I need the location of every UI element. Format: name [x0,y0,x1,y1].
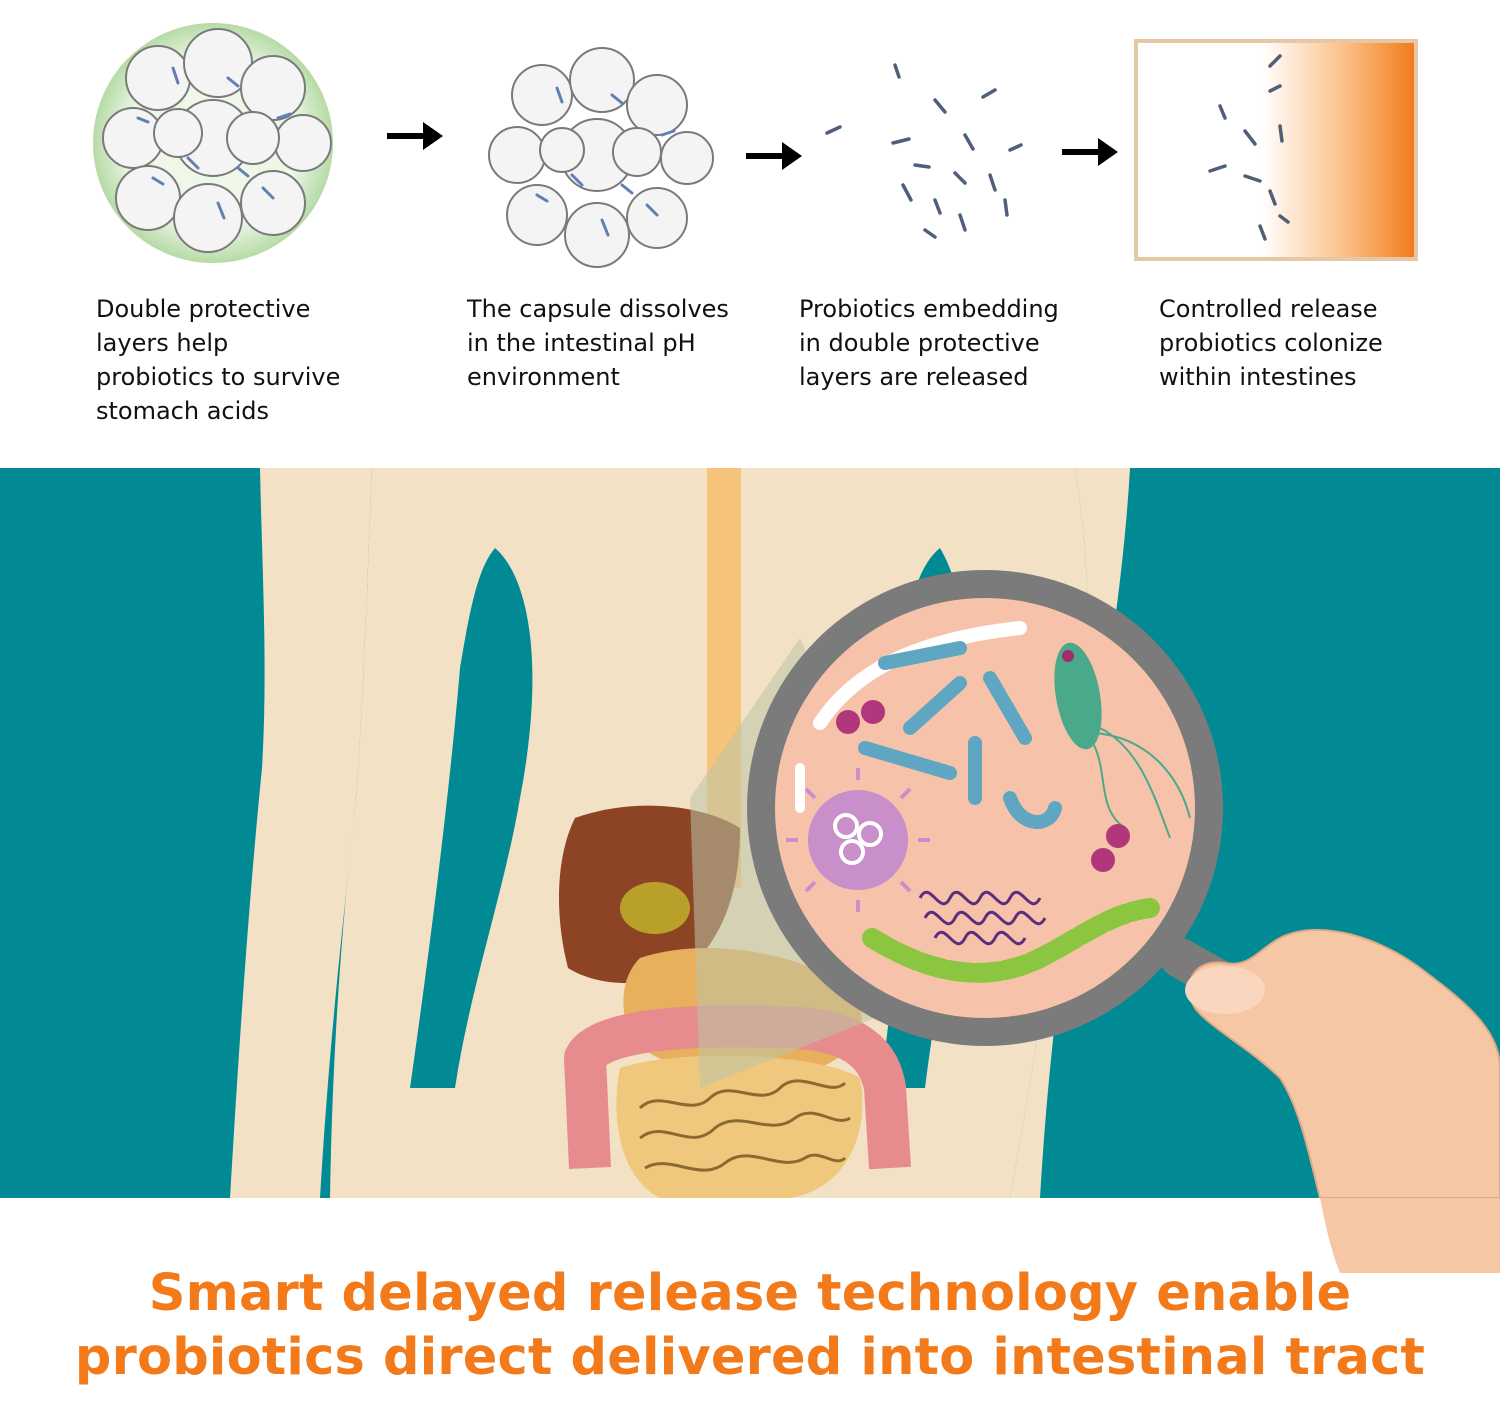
hand [1188,929,1500,1198]
step-3-caption: Probiotics embedding in double protectiv… [799,295,1059,391]
arrow-right-icon [1062,138,1118,166]
gallbladder [620,882,690,934]
probiotics-released-illustration [825,63,1023,239]
hand-lower-illustration [1320,1198,1500,1273]
step-2-caption: The capsule dissolves in the intestinal … [467,295,729,391]
cocci [836,700,1130,872]
arrow-right-icon [387,122,443,150]
step-4-caption: Controlled release probiotics colonize w… [1159,295,1383,391]
flagellated-bacterium [1054,642,1102,750]
left-arm [230,468,372,1198]
step-1-caption: Double protective layers help probiotics… [96,295,341,425]
probiotics-colonize-illustration [1134,39,1418,261]
headline-line-2: probiotics direct delivered into intesti… [74,1328,1426,1387]
arrow-right-icon [746,142,802,170]
thumb [1185,966,1265,1014]
spiral-bacteria [918,890,1047,946]
small-intestine [616,1055,863,1198]
bacteria-rods [858,641,1062,829]
virus [786,768,930,912]
digestive-system-magnifier-illustration [0,468,1500,1198]
headline-line-1: Smart delayed release technology enable [148,1264,1352,1323]
capsule-dissolving-illustration [488,47,714,268]
chain-bacteria [862,898,1160,983]
capsule-double-layer-illustration [93,23,333,263]
left-arm-gap [410,548,533,1088]
